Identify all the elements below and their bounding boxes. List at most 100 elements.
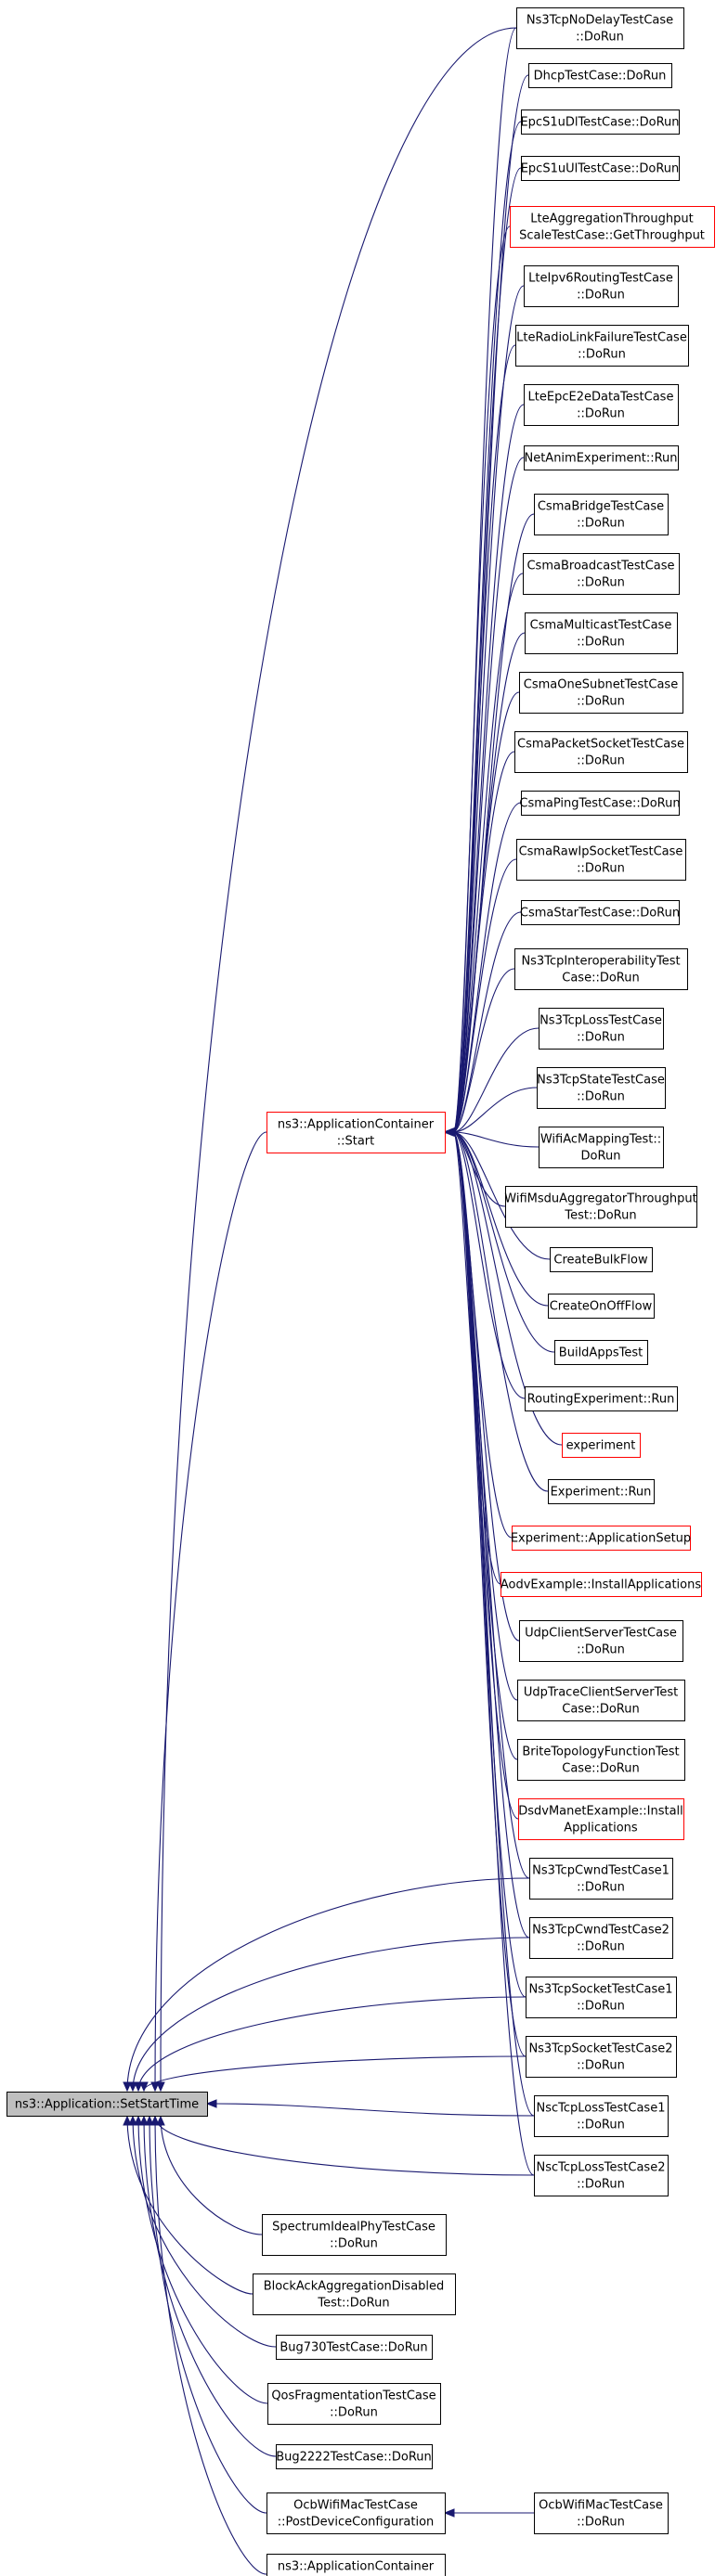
node-n25[interactable]: BuildAppsTest [554,1340,648,1365]
edge-n36-to-root [128,1937,530,2093]
node-box [266,2554,446,2576]
node-n46[interactable]: OcbWifiMacTestCase::PostDeviceConfigurat… [266,2492,446,2534]
node-appstart[interactable]: ns3::ApplicationContainer::Start [266,1112,446,1153]
node-label: ::DoRun [577,407,625,421]
node-n24[interactable]: CreateOnOffFlow [548,1294,655,1319]
node-label: ::DoRun [577,695,625,709]
node-n11[interactable]: CsmaBroadcastTestCase::DoRun [523,553,680,595]
node-label: ::DoRun [577,1940,625,1954]
node-box [521,791,680,816]
node-label: ::Start [337,1135,375,1149]
node-label: CsmaBroadcastTestCase [526,560,674,573]
node-label: ns3::ApplicationContainer [278,2560,435,2574]
node-n12[interactable]: CsmaMulticastTestCase::DoRun [525,612,678,654]
node-label: LteAggregationThroughput [530,213,693,226]
node-box [276,2444,433,2469]
node-n7[interactable]: LteRadioLinkFailureTestCase::DoRun [515,325,689,367]
node-box [517,1680,685,1721]
node-n2[interactable]: DhcpTestCase::DoRun [528,63,672,88]
node-label: ::DoRun [577,2059,625,2073]
node-n40[interactable]: NscTcpLossTestCase2::DoRun [534,2155,669,2196]
node-label: ::DoRun [578,348,626,362]
node-n6[interactable]: LteIpv6RoutingTestCase::DoRun [524,265,679,307]
node-label: CreateOnOffFlow [550,1300,653,1314]
node-n17[interactable]: CsmaStarTestCase::DoRun [520,900,680,925]
node-box [500,1572,702,1597]
node-n37[interactable]: Ns3TcpSocketTestCase1::DoRun [526,1977,677,2018]
node-n36[interactable]: Ns3TcpCwndTestCase2::DoRun [529,1917,673,1959]
node-box [519,1620,683,1662]
edge-n13-to-appstart [443,691,520,1137]
node-n43[interactable]: Bug730TestCase::DoRun [276,2335,433,2360]
node-n39[interactable]: NscTcpLossTestCase1::DoRun [534,2095,669,2137]
edge-n44-to-root [134,2115,268,2404]
node-box [514,731,688,773]
edge-n12-to-appstart [443,632,526,1137]
node-n1[interactable]: Ns3TcpNoDelayTestCase::DoRun [516,7,684,49]
node-n20[interactable]: Ns3TcpStateTestCase::DoRun [537,1067,666,1109]
node-n38[interactable]: Ns3TcpSocketTestCase2::DoRun [526,2036,677,2078]
node-n30[interactable]: AodvExample::InstallApplications [500,1572,702,1597]
node-box [524,265,679,307]
node-n48[interactable]: ns3::ApplicationContainer::StartWithJitt… [266,2554,446,2576]
node-label: CsmaPingTestCase::DoRun [519,797,680,811]
node-label: Ns3TcpLossTestCase [540,1014,662,1028]
node-label: OcbWifiMacTestCase [539,2499,663,2513]
node-n21[interactable]: WifiAcMappingTest::DoRun [539,1127,664,1168]
node-label: ::DoRun [577,2516,625,2530]
node-n14[interactable]: CsmaPacketSocketTestCase::DoRun [514,731,688,773]
edge-n48-to-root [150,2115,267,2575]
node-label: Ns3TcpInteroperabilityTest [521,955,680,969]
node-n44[interactable]: QosFragmentationTestCase::DoRun [267,2383,441,2425]
node-label: RoutingExperiment::Run [527,1393,675,1407]
node-box [548,1479,655,1504]
node-n29[interactable]: Experiment::ApplicationSetup [511,1526,691,1551]
node-n9[interactable]: NetAnimExperiment::Run [524,445,679,470]
node-label: ::DoRun [577,2178,625,2192]
node-label: Case::DoRun [562,1762,639,1776]
node-box [505,1186,697,1228]
node-label: experiment [566,1439,636,1453]
node-root[interactable]: ns3::Application::SetStartTime [6,2092,208,2117]
node-label: ns3::Application::SetStartTime [15,2098,199,2112]
node-label: QosFragmentationTestCase [271,2389,436,2403]
node-box [521,156,680,181]
node-box [554,1340,648,1365]
node-n28[interactable]: Experiment::Run [548,1479,655,1504]
node-n8[interactable]: LteEpcE2eDataTestCase::DoRun [524,384,679,426]
node-n16[interactable]: CsmaRawIpSocketTestCase::DoRun [516,839,686,881]
node-n45[interactable]: Bug2222TestCase::DoRun [276,2444,433,2469]
node-n31[interactable]: UdpClientServerTestCase::DoRun [519,1620,683,1662]
node-n4[interactable]: EpcS1uUlTestCase::DoRun [521,156,680,181]
node-box [528,63,672,88]
node-n23[interactable]: CreateBulkFlow [550,1247,653,1272]
node-label: BriteTopologyFunctionTest [522,1745,679,1759]
node-n41[interactable]: SpectrumIdealPhyTestCase::DoRun [262,2214,447,2256]
node-n10[interactable]: CsmaBridgeTestCase::DoRun [534,494,669,535]
node-n19[interactable]: Ns3TcpLossTestCase::DoRun [539,1008,664,1050]
node-box [519,672,683,714]
node-n13[interactable]: CsmaOneSubnetTestCase::DoRun [519,672,683,714]
node-n35[interactable]: Ns3TcpCwndTestCase1::DoRun [529,1858,673,1900]
node-n47[interactable]: OcbWifiMacTestCase::DoRun [534,2492,669,2534]
node-label: OcbWifiMacTestCase [293,2499,418,2513]
nodes-layer: ns3::Application::SetStartTimens3::Appli… [6,7,715,2576]
node-n34[interactable]: DsdvManetExample::InstallApplications [518,1798,684,1840]
node-n5[interactable]: LteAggregationThroughputScaleTestCase::G… [510,206,715,248]
node-box [534,2155,669,2196]
node-n27[interactable]: experiment [562,1433,641,1458]
node-label: Bug2222TestCase::DoRun [276,2451,432,2465]
node-box [514,948,688,990]
node-label: CsmaMulticastTestCase [530,619,672,633]
node-n26[interactable]: RoutingExperiment::Run [525,1386,678,1411]
node-n15[interactable]: CsmaPingTestCase::DoRun [519,791,681,816]
node-label: ::DoRun [577,754,625,768]
node-n3[interactable]: EpcS1uDlTestCase::DoRun [520,109,680,135]
node-label: CreateBulkFlow [553,1254,648,1268]
